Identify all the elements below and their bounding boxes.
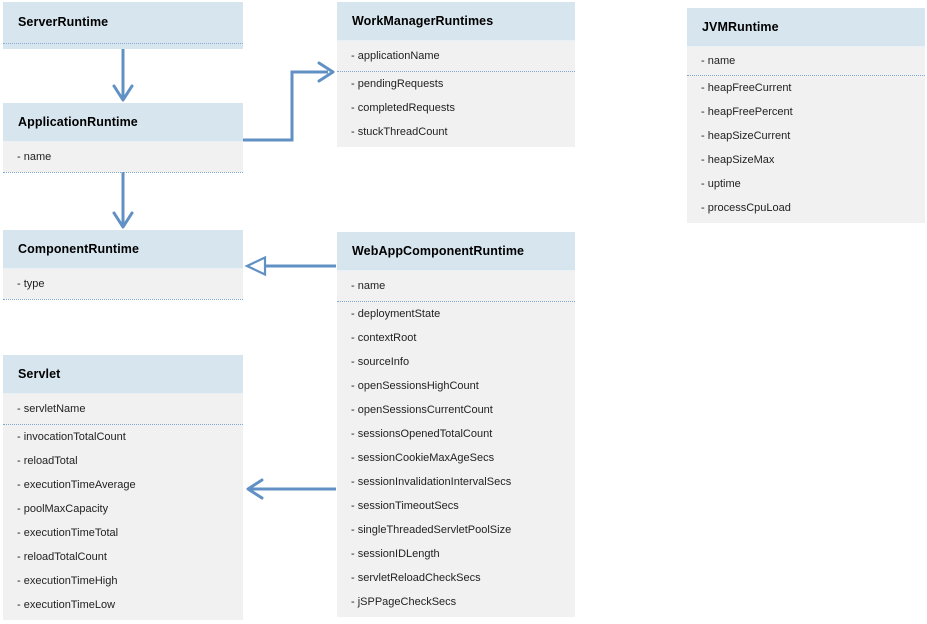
class-box-application-runtime: ApplicationRuntime - name xyxy=(3,103,243,173)
attribute-row: - jSPPageCheckSecs xyxy=(351,596,457,608)
attribute-row: - singleThreadedServletPoolSize xyxy=(351,524,512,536)
attribute-compartment: - name xyxy=(3,142,243,172)
class-header: ComponentRuntime xyxy=(3,230,243,269)
separator-line xyxy=(337,71,575,72)
class-title: WorkManagerRuntimes xyxy=(352,14,494,28)
attribute-row: - servletReloadCheckSecs xyxy=(351,572,481,584)
hollow-triangle-arrowhead-icon xyxy=(244,255,267,277)
class-title: Servlet xyxy=(18,367,61,381)
attribute-row: - name xyxy=(17,151,52,163)
attribute-row: - reloadTotal xyxy=(17,455,78,467)
connector-webapp-to-servlet xyxy=(246,478,336,500)
class-box-servlet: Servlet - servletName - invocationTotalC… xyxy=(3,355,243,620)
attribute-row: - sessionInvalidationIntervalSecs xyxy=(351,476,512,488)
attribute-row: - processCpuLoad xyxy=(701,202,791,214)
class-title: ServerRuntime xyxy=(18,15,109,29)
open-arrowhead-icon xyxy=(112,211,134,229)
attribute-row: - openSessionsHighCount xyxy=(351,380,479,392)
class-header: ApplicationRuntime xyxy=(3,103,243,142)
attribute-row: - heapFreeCurrent xyxy=(701,82,792,94)
class-box-web-app-component-runtime: WebAppComponentRuntime - name - deployme… xyxy=(337,232,575,617)
separator-line xyxy=(687,75,925,76)
connector-server-to-application xyxy=(112,49,134,102)
attribute-row: - executionTimeTotal xyxy=(17,527,119,539)
attribute-row: - poolMaxCapacity xyxy=(17,503,109,515)
class-title: ComponentRuntime xyxy=(18,242,140,256)
class-header: WorkManagerRuntimes xyxy=(337,2,575,41)
class-title: WebAppComponentRuntime xyxy=(352,244,525,258)
attribute-row: - uptime xyxy=(701,178,741,190)
class-title: ApplicationRuntime xyxy=(18,115,138,129)
attribute-row: - sessionsOpenedTotalCount xyxy=(351,428,493,440)
attribute-row: - sourceInfo xyxy=(351,356,410,368)
attribute-row: - contextRoot xyxy=(351,332,417,344)
attribute-row: - executionTimeHigh xyxy=(17,575,118,587)
attribute-compartment: - servletName - invocationTotalCount - r… xyxy=(3,394,243,620)
class-box-component-runtime: ComponentRuntime - type xyxy=(3,230,243,300)
class-header: JVMRuntime xyxy=(687,8,925,47)
attribute-row: - name xyxy=(701,55,736,67)
attribute-row: - reloadTotalCount xyxy=(17,551,107,563)
attribute-row: - sessionCookieMaxAgeSecs xyxy=(351,452,495,464)
connector-application-to-workmanager xyxy=(242,61,335,142)
attribute-row: - completedRequests xyxy=(351,102,455,114)
attribute-compartment: - type xyxy=(3,269,243,299)
separator-line xyxy=(3,43,243,44)
attribute-row: - applicationName xyxy=(351,50,440,62)
attribute-row: - executionTimeLow xyxy=(17,599,116,611)
attribute-compartment: - applicationName - pendingRequests - co… xyxy=(337,41,575,147)
attribute-row: - name xyxy=(351,280,386,292)
connector-application-to-component xyxy=(112,172,134,229)
attribute-row: - sessionTimeoutSecs xyxy=(351,500,459,512)
attribute-row: - heapSizeCurrent xyxy=(701,130,791,142)
attribute-row: - pendingRequests xyxy=(351,78,444,90)
open-arrowhead-icon xyxy=(317,61,335,83)
attribute-row: - stuckThreadCount xyxy=(351,126,448,138)
connector-webapp-to-component xyxy=(244,255,336,277)
attribute-compartment: - name - deploymentState - contextRoot -… xyxy=(337,271,575,617)
class-box-jvm-runtime: JVMRuntime - name - heapFreeCurrent - he… xyxy=(687,8,925,223)
attribute-row: - sessionIDLength xyxy=(351,548,440,560)
class-header: WebAppComponentRuntime xyxy=(337,232,575,271)
class-box-server-runtime: ServerRuntime xyxy=(3,2,243,49)
attribute-row: - servletName xyxy=(17,403,86,415)
attribute-row: - type xyxy=(17,278,45,290)
attribute-row: - invocationTotalCount xyxy=(17,431,126,443)
separator-line xyxy=(337,301,575,302)
class-header: Servlet xyxy=(3,355,243,394)
attribute-compartment: - name - heapFreeCurrent - heapFreePerce… xyxy=(687,47,925,223)
separator-line xyxy=(3,424,243,425)
attribute-row: - executionTimeAverage xyxy=(17,479,136,491)
class-title: JVMRuntime xyxy=(702,20,779,34)
open-arrowhead-icon xyxy=(112,84,134,102)
attribute-row: - openSessionsCurrentCount xyxy=(351,404,493,416)
attribute-row: - deploymentState xyxy=(351,308,441,320)
open-arrowhead-icon xyxy=(246,478,264,500)
attribute-row: - heapSizeMax xyxy=(701,154,775,166)
attribute-row: - heapFreePercent xyxy=(701,106,793,118)
class-box-work-manager-runtimes: WorkManagerRuntimes - applicationName - … xyxy=(337,2,575,147)
